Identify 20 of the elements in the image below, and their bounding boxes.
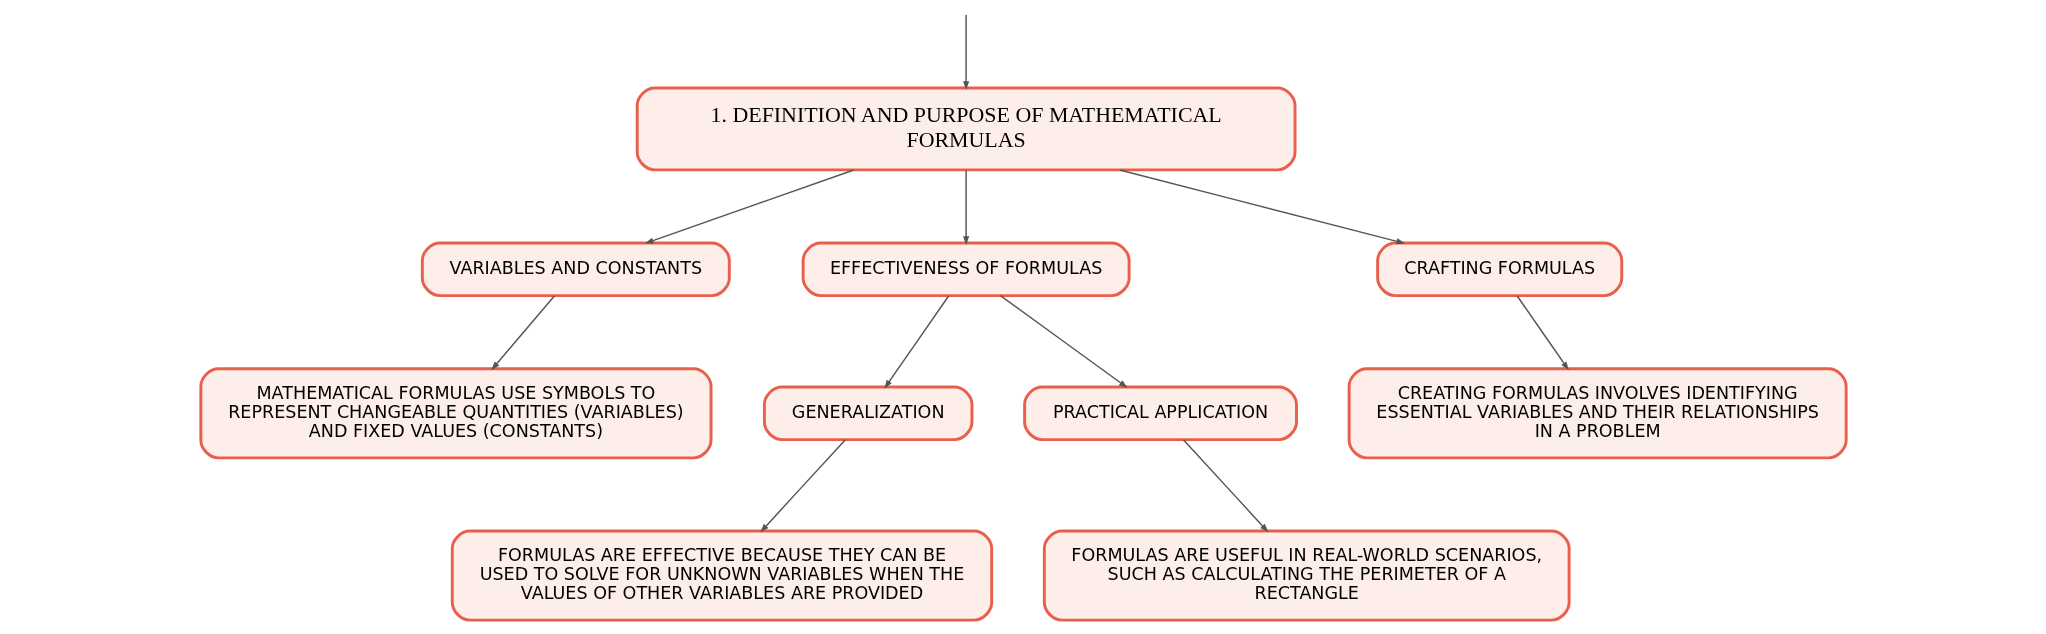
node-box: VARIABLES AND CONSTANTS (420, 241, 731, 298)
arrow (1516, 295, 1569, 371)
node-box: PRACTICAL APPLICATION (1022, 385, 1298, 442)
arrow (999, 294, 1128, 388)
node-box: CREATING FORMULAS INVOLVES IDENTIFYING ESSENTIAL VARIABLES AND THEIR RELATIONSHIPS IN A PROBLEM (1347, 367, 1848, 460)
arrow (490, 295, 555, 371)
arrow (644, 169, 854, 244)
node-box: MATHEMATICAL FORMULAS USE SYMBOLS TO REPRESENT CHANGEABLE QUANTITIES (VARIABLES) AND FIXED VALUES (CONSTANTS) (198, 367, 712, 460)
arrow (962, 169, 969, 246)
arrow (759, 438, 846, 533)
node-box: GENERALIZATION (762, 385, 973, 442)
arrow (962, 14, 969, 91)
arrow (1182, 438, 1268, 533)
node-box: 1. DEFINITION AND PURPOSE OF MATHEMATICAL FORMULAS (635, 86, 1296, 172)
node-box: FORMULAS ARE USEFUL IN REAL-WORLD SCENARIOS, SUCH AS CALCULATING THE PERIMETER OF A RECTANGLE (1042, 529, 1571, 622)
node-box: FORMULAS ARE EFFECTIVE BECAUSE THEY CAN BE USED TO SOLVE FOR UNKNOWN VARIABLES WHEN THE VALUES OF OTHER VARIABLES ARE PROVIDED (450, 529, 993, 622)
arrow (883, 295, 949, 389)
node-box: EFFECTIVENESS OF FORMULAS (801, 241, 1131, 298)
arrow (1118, 169, 1405, 245)
node-box: CRAFTING FORMULAS (1375, 241, 1623, 298)
